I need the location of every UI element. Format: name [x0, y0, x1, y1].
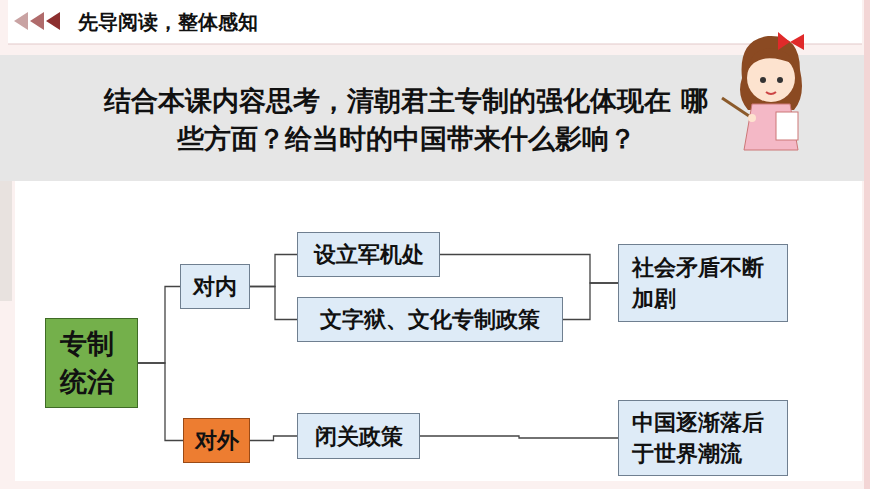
- tree-connector: [138, 363, 183, 441]
- result-box: 中国逐渐落后 于世界潮流: [618, 400, 788, 476]
- girl-book: [776, 112, 798, 140]
- question-band: 结合本课内容思考，清朝君主专制的强化体现在 哪些方面？给当时的中国带来什么影响？: [90, 68, 722, 172]
- girl-mouth: [766, 92, 776, 94]
- slide-heading: 先导阅读，整体感知: [78, 9, 258, 36]
- node-text: 文字狱、文化专制政策: [320, 304, 540, 335]
- right-edge-stripe: [864, 0, 870, 489]
- tree-connector: [250, 436, 297, 441]
- node-text: 结合本课内容思考，清朝君主专制的强化体现在 哪些方面？给当时的中国带来什么影响？: [101, 82, 711, 158]
- header-bar: [8, 0, 862, 44]
- tree-connector: [440, 255, 618, 284]
- tree-connector: [420, 436, 618, 438]
- girl-hand: [748, 114, 756, 122]
- tree-connector: [563, 283, 618, 320]
- node-text: 中国逐渐落后 于世界潮流: [632, 407, 775, 469]
- tree-connector: [250, 287, 297, 320]
- pointer-stick: [722, 98, 752, 118]
- header-arrows: [14, 12, 60, 30]
- girl-hair: [740, 36, 802, 110]
- girl-fringe: [748, 48, 794, 70]
- content-panel: [15, 181, 862, 481]
- node-text: 对外: [195, 425, 239, 456]
- node-text: 设立军机处: [314, 239, 424, 270]
- node-text: 对内: [193, 271, 237, 302]
- arrow-icon: [46, 12, 60, 30]
- category-box: 对外: [183, 418, 250, 463]
- result-box: 社会矛盾不断 加剧: [618, 244, 788, 322]
- arrow-icon: [14, 12, 28, 30]
- question-band-ground: [0, 55, 870, 181]
- measure-box: 文字狱、文化专制政策: [297, 297, 563, 342]
- side-decoration: [0, 181, 12, 301]
- category-box: 对内: [180, 264, 250, 309]
- tree-connector: [138, 287, 180, 364]
- girl-body: [744, 104, 798, 150]
- measure-box: 闭关政策: [297, 413, 420, 459]
- root-box: 专制 统治: [45, 318, 138, 408]
- girl-bow: [778, 32, 804, 50]
- arrow-icon: [30, 12, 44, 30]
- node-text: 专制 统治: [60, 325, 122, 401]
- cartoon-girl: [722, 32, 804, 150]
- header-rule: [8, 44, 862, 45]
- measure-box: 设立军机处: [297, 232, 440, 277]
- node-text: 社会矛盾不断 加剧: [632, 252, 775, 314]
- girl-eye: [777, 77, 783, 83]
- tree-connector: [250, 255, 297, 287]
- node-text: 闭关政策: [315, 421, 403, 452]
- girl-eye: [760, 77, 766, 83]
